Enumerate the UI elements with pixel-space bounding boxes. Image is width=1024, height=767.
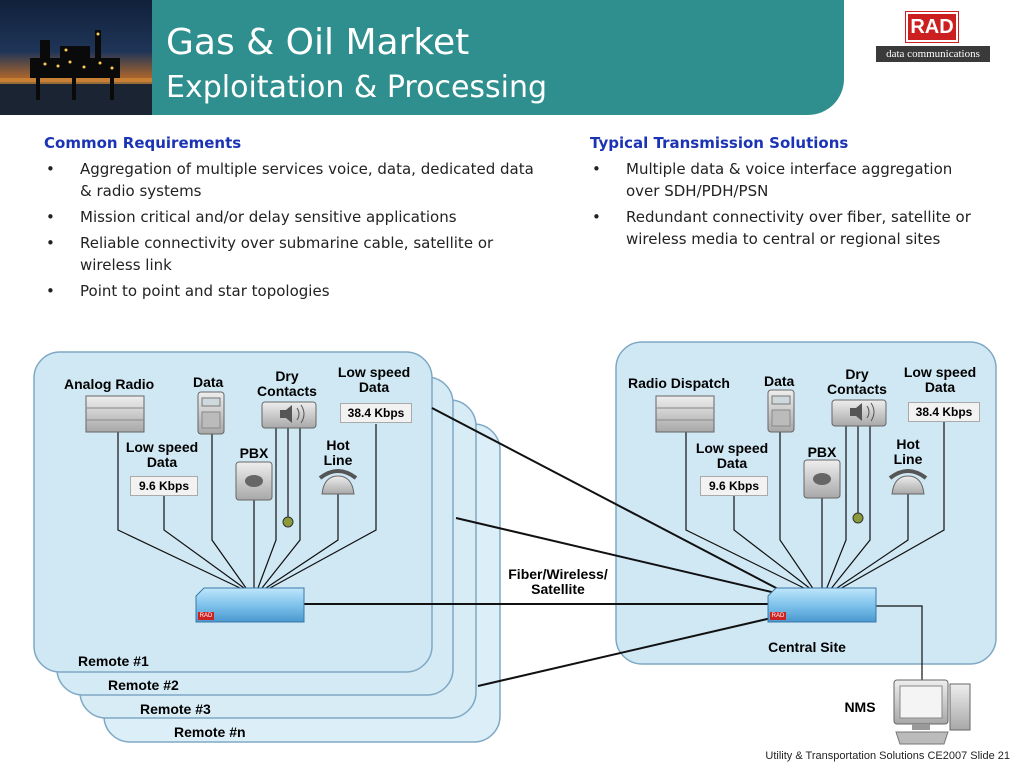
- device-brand-badge: RAD: [199, 613, 213, 619]
- low-speed-data-label: Low speed Data: [695, 440, 769, 471]
- speed-badge: 9.6 Kbps: [130, 476, 198, 496]
- common-requirements-list: Aggregation of multiple services voice, …: [44, 158, 544, 302]
- speed-badge: 9.6 Kbps: [700, 476, 768, 496]
- dry-contacts-label: Dry Contacts: [257, 368, 317, 399]
- hot-line-label: Hot Line: [893, 436, 923, 467]
- speed-badge: 38.4 Kbps: [908, 402, 980, 422]
- slide-footer: Utility & Transportation Solutions CE200…: [765, 750, 1010, 762]
- dry-contacts-device: [261, 401, 317, 429]
- data-terminal-device: [197, 391, 225, 435]
- list-item: Point to point and star topologies: [44, 280, 544, 302]
- data-label: Data: [764, 373, 795, 389]
- link-media-label: Fiber/Wireless/ Satellite: [508, 566, 608, 597]
- remote-n-label: Remote #n: [174, 724, 246, 740]
- list-item: Redundant connectivity over fiber, satel…: [590, 206, 990, 250]
- oil-platform-photo: [0, 0, 152, 115]
- list-item: Multiple data & voice interface aggregat…: [590, 158, 990, 202]
- page-subtitle: Exploitation & Processing: [166, 70, 548, 105]
- list-item: Reliable connectivity over submarine cab…: [44, 232, 544, 276]
- remote-3-label: Remote #3: [140, 701, 211, 717]
- logo-main: RAD: [905, 11, 959, 43]
- radio-dispatch-label: Radio Dispatch: [628, 375, 730, 391]
- remote-access-device: [195, 587, 305, 623]
- pbx-device: [235, 461, 273, 501]
- dry-contacts-label: Dry Contacts: [827, 366, 887, 397]
- central-access-device: [767, 587, 877, 623]
- data-label: Data: [193, 374, 224, 390]
- remote-connection-lines: [117, 424, 377, 589]
- central-connection-lines: [685, 422, 945, 591]
- dry-contacts-device: [831, 399, 887, 427]
- typical-solutions-heading: Typical Transmission Solutions: [590, 134, 849, 152]
- low-speed-data-label: Low speed Data: [903, 364, 977, 395]
- analog-radio-label: Analog Radio: [64, 376, 155, 392]
- dry-contact-terminal: [282, 516, 294, 528]
- rad-logo: RAD data communications: [876, 11, 990, 64]
- wan-links: [304, 407, 781, 687]
- logo-subtext: data communications: [876, 46, 990, 62]
- remote-1-label: Remote #1: [78, 653, 149, 669]
- page-title: Gas & Oil Market: [166, 22, 470, 63]
- hot-line-label: Hot Line: [323, 437, 353, 468]
- remote-2-label: Remote #2: [108, 677, 179, 693]
- hot-line-phone-device: [318, 469, 358, 495]
- header-title-band: [152, 0, 844, 115]
- central-site-label: Central Site: [768, 639, 846, 655]
- nms-link: [876, 605, 923, 686]
- data-terminal-device: [767, 389, 795, 433]
- low-speed-data-label: Low speed Data: [337, 364, 411, 395]
- speed-badge: 38.4 Kbps: [340, 403, 412, 423]
- common-requirements-section: Common Requirements Aggregation of multi…: [44, 134, 544, 306]
- analog-radio-device: [85, 395, 145, 433]
- dry-contact-terminal: [852, 512, 864, 524]
- pbx-device: [803, 459, 841, 499]
- typical-solutions-section: Typical Transmission Solutions Multiple …: [590, 134, 990, 254]
- pbx-label: PBX: [807, 444, 837, 460]
- nms-computer-icon: [893, 679, 971, 745]
- low-speed-data-label: Low speed Data: [125, 439, 199, 470]
- pbx-label: PBX: [239, 445, 269, 461]
- common-requirements-heading: Common Requirements: [44, 134, 242, 152]
- radio-dispatch-device: [655, 395, 715, 433]
- list-item: Mission critical and/or delay sensitive …: [44, 206, 544, 228]
- nms-label: NMS: [844, 699, 876, 715]
- list-item: Aggregation of multiple services voice, …: [44, 158, 544, 202]
- typical-solutions-list: Multiple data & voice interface aggregat…: [590, 158, 990, 250]
- hot-line-phone-device: [888, 469, 928, 495]
- device-brand-badge: RAD: [771, 613, 785, 619]
